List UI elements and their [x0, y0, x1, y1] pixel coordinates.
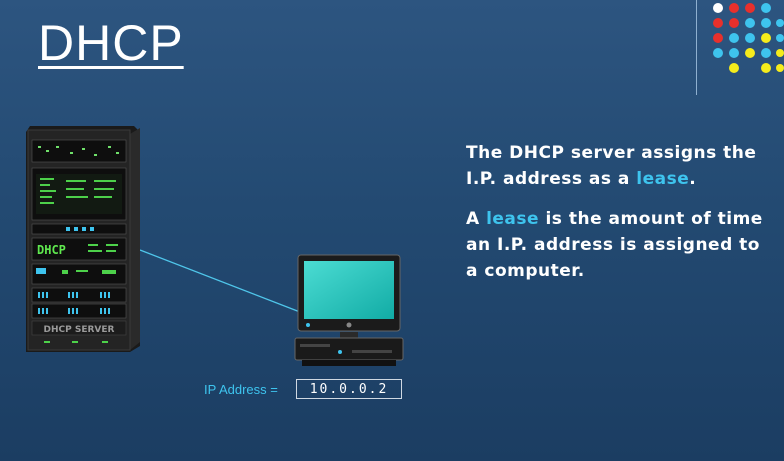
- decor-vertical-line: [696, 0, 697, 95]
- paragraph2-start: A: [466, 209, 487, 229]
- paragraph1-text: The DHCP server assigns the I.P. address…: [466, 143, 757, 189]
- server-screen-label: DHCP: [37, 243, 66, 257]
- server-label: DHCP SERVER: [44, 325, 115, 335]
- desktop-computer-icon: [294, 254, 404, 366]
- ip-address-label: IP Address =: [204, 382, 278, 397]
- explanation-text: The DHCP server assigns the I.P. address…: [466, 140, 766, 298]
- slide-title: DHCP: [38, 15, 184, 71]
- paragraph-lease-assignment: The DHCP server assigns the I.P. address…: [466, 140, 766, 192]
- dot-grid-decoration: [713, 3, 784, 73]
- paragraph2-text: is the amount of time an I.P. address is…: [466, 209, 763, 281]
- paragraph-lease-definition: A lease is the amount of time an I.P. ad…: [466, 206, 766, 284]
- lease-highlight: lease: [636, 169, 690, 189]
- paragraph1-end: .: [689, 169, 697, 189]
- lease-highlight-2: lease: [486, 209, 540, 229]
- server-rack-icon: DHCP DHCP SERVER: [26, 126, 140, 352]
- ip-address-value: 10.0.0.2: [296, 379, 402, 399]
